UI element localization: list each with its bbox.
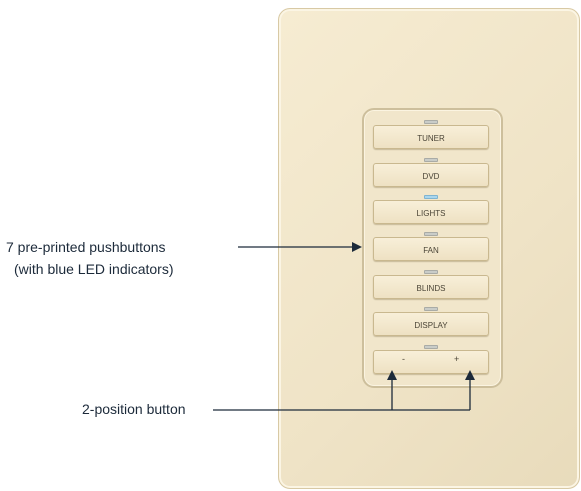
led-indicator-lights: [424, 195, 438, 199]
pushbutton-fan[interactable]: FAN: [373, 237, 489, 261]
two-position-label: 2-position button: [82, 401, 186, 417]
led-indicator-display: [424, 307, 438, 311]
pushbutton-lights[interactable]: LIGHTS: [373, 200, 489, 224]
led-indicator-dvd: [424, 158, 438, 162]
led-indicator-tuner: [424, 120, 438, 124]
pushbutton-display[interactable]: DISPLAY: [373, 312, 489, 336]
pushbutton-dvd[interactable]: DVD: [373, 163, 489, 187]
led-indicator-rocker: [424, 345, 438, 349]
pushbutton-tuner[interactable]: TUNER: [373, 125, 489, 149]
plus-label: +: [454, 354, 460, 364]
led-indicator-blinds: [424, 270, 438, 274]
pushbuttons-label-line2: (with blue LED indicators): [14, 261, 174, 277]
pushbuttons-label-line1: 7 pre-printed pushbuttons: [6, 239, 166, 255]
minus-label: -: [402, 354, 405, 364]
led-indicator-fan: [424, 232, 438, 236]
pushbutton-blinds[interactable]: BLINDS: [373, 275, 489, 299]
